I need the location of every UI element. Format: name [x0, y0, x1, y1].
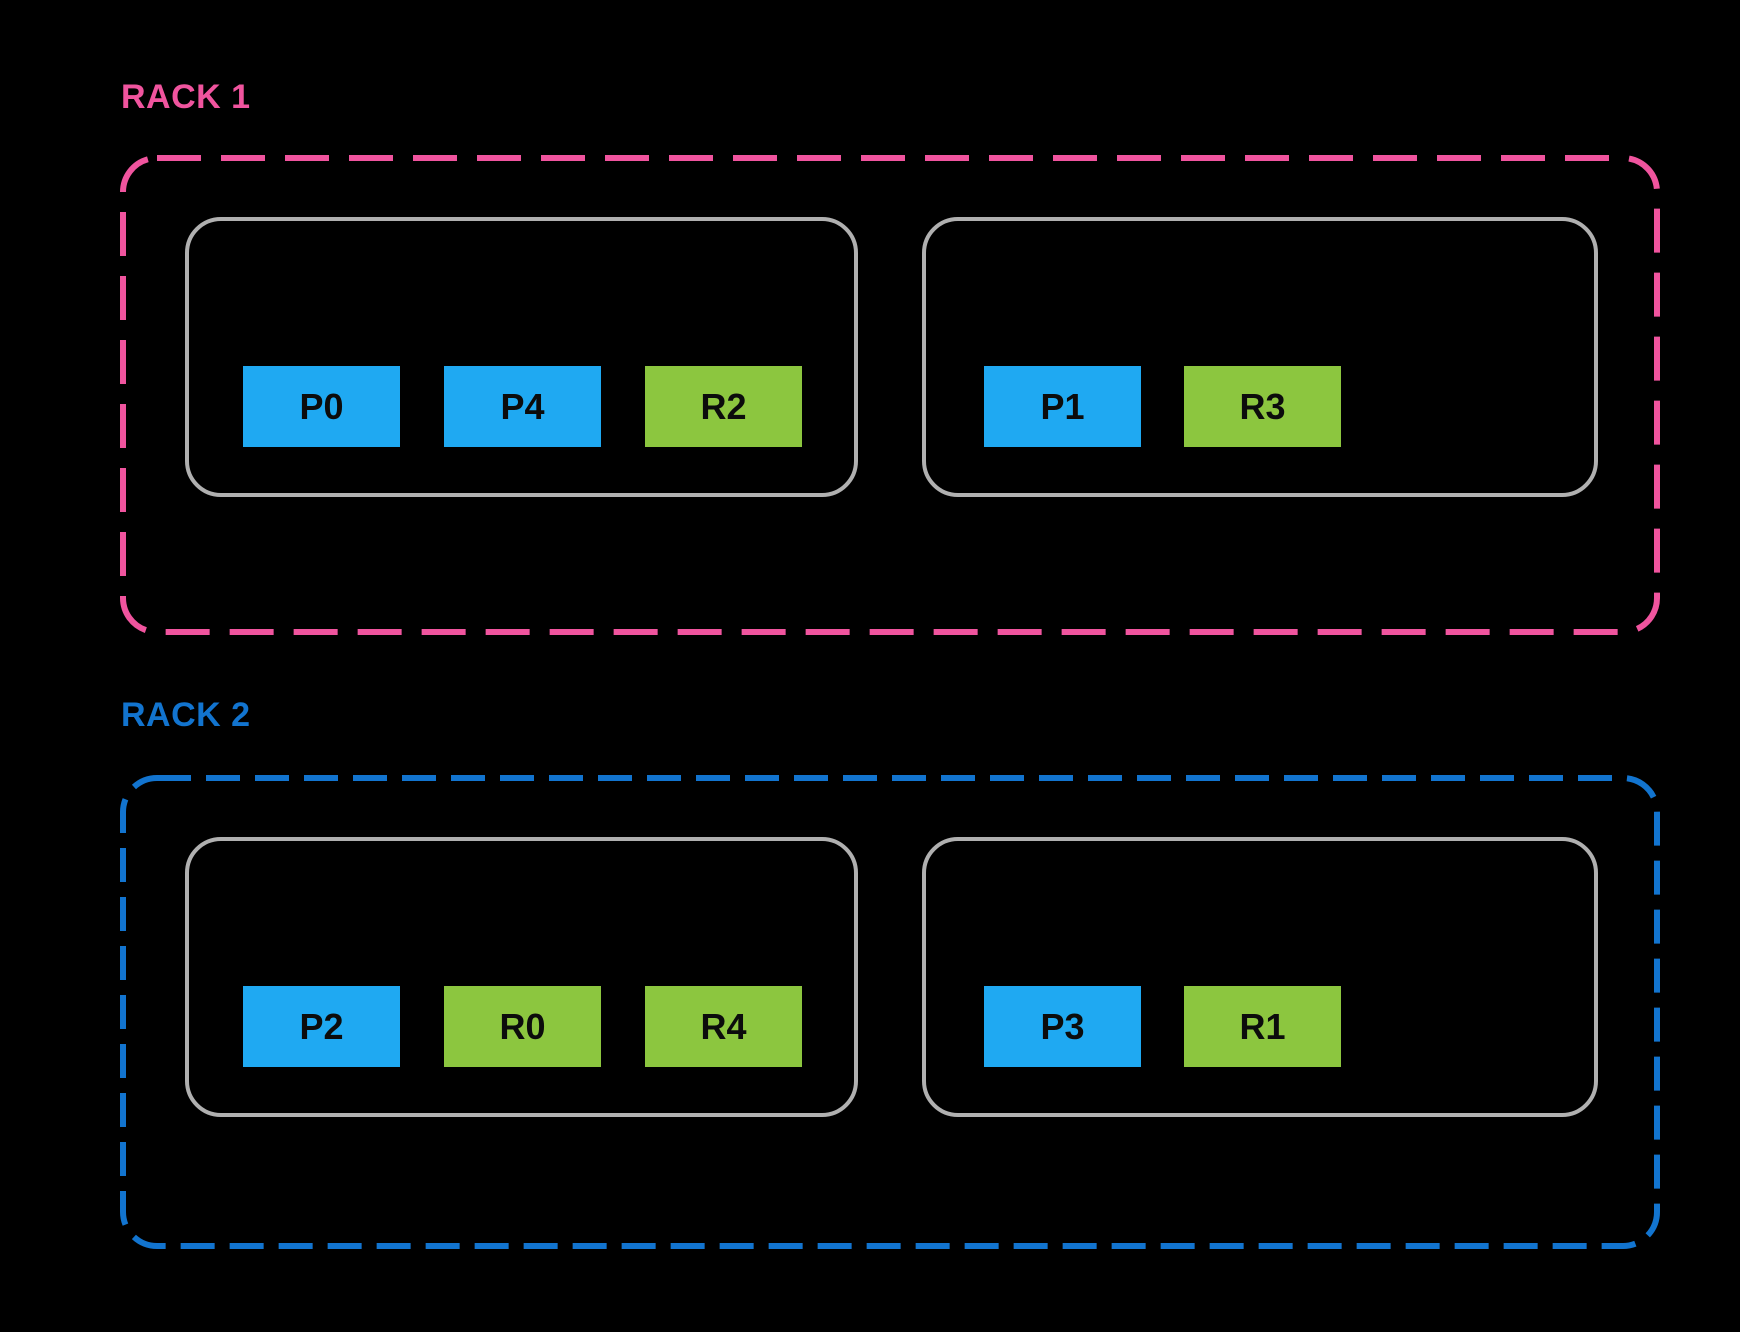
rack-1-host-1: P0 P4 R2 [185, 217, 858, 497]
shard-block-r3: R3 [1184, 366, 1341, 447]
shard-block-p0: P0 [243, 366, 400, 447]
rack-2-host-1: P2 R0 R4 [185, 837, 858, 1117]
rack-2-border-rect [120, 775, 1660, 1249]
shard-block-p3: P3 [984, 986, 1141, 1067]
rack-2-host-2: P3 R1 [922, 837, 1598, 1117]
shard-block-r4: R4 [645, 986, 802, 1067]
rack-2-label: RACK 2 [121, 696, 251, 734]
shard-block-r1: R1 [1184, 986, 1341, 1067]
rack-1-border-rect [120, 155, 1660, 635]
rack-1-container: P0 P4 R2 P1 R3 [120, 155, 1660, 635]
shard-block-p2: P2 [243, 986, 400, 1067]
rack-2-container: P2 R0 R4 P3 R1 [120, 775, 1660, 1249]
rack-1-dashed-border [120, 155, 1660, 635]
shard-block-r0: R0 [444, 986, 601, 1067]
shard-block-p4: P4 [444, 366, 601, 447]
rack-1-host-2: P1 R3 [922, 217, 1598, 497]
rack-1-label: RACK 1 [121, 78, 251, 116]
shard-block-p1: P1 [984, 366, 1141, 447]
shard-block-r2: R2 [645, 366, 802, 447]
rack-2-dashed-border [120, 775, 1660, 1249]
